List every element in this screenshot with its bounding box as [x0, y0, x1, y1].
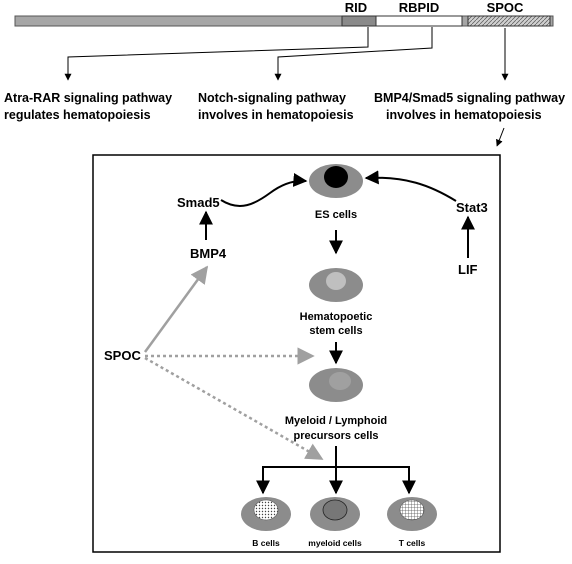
arrow-stat3-to-es — [364, 170, 457, 202]
bmp4-label: BMP4 — [190, 246, 227, 261]
rid-domain-label: RID — [345, 0, 367, 15]
b-cell-nucleus — [253, 499, 279, 521]
es-cells-label: ES cells — [315, 209, 357, 221]
rid-domain-block — [341, 15, 377, 27]
myeloid-cells-label: myeloid cells — [308, 538, 362, 548]
es-nucleus — [324, 166, 348, 188]
cell-t — [387, 497, 437, 531]
spoc-node-label: SPOC — [104, 348, 141, 363]
domain-connectors — [64, 27, 509, 147]
branch-to-b-cells — [256, 466, 336, 495]
rid-pathway-line-1: Atra-RAR signaling pathway — [4, 91, 172, 105]
t-cells-label: T cells — [399, 538, 426, 548]
cascade-box — [92, 154, 501, 553]
spoc-domain-label: SPOC — [487, 0, 524, 15]
protein-bar-base — [14, 15, 554, 27]
arrow-spoc-to-progenitor-dotted — [144, 356, 324, 461]
rbpid-pathway-line-2: involves in hematopoiesis — [198, 108, 354, 122]
b-cells-label: B cells — [252, 538, 280, 548]
lif-label: LIF — [458, 262, 478, 277]
spoc-arrows — [143, 265, 324, 461]
progenitor-nucleus — [329, 372, 351, 390]
spoc-to-box-arrow — [496, 127, 505, 147]
cell-progenitor — [309, 368, 363, 402]
black-arrows — [199, 170, 475, 495]
myeloid-cell-nucleus — [322, 499, 348, 521]
arrow-smad5-to-es — [220, 172, 308, 207]
protein-domain-bar: RID RBPID SPOC — [14, 0, 554, 27]
arrow-spoc-to-bmp4 — [143, 265, 209, 353]
stat3-label: Stat3 — [456, 200, 488, 215]
cell-b — [241, 497, 291, 531]
progenitor-label-line-1: Myeloid / Lymphoid — [285, 415, 387, 427]
t-cell-nucleus — [399, 499, 425, 521]
rid-pathway-line-2: regulates hematopoiesis — [4, 108, 151, 122]
cell-myeloid — [310, 497, 360, 531]
spoc-pathway-line-2: involves in hematopoiesis — [386, 108, 542, 122]
hsc-nucleus — [326, 272, 346, 290]
rbpid-domain-label: RBPID — [399, 0, 439, 15]
rbpid-domain-block — [375, 15, 463, 27]
smad5-label: Smad5 — [177, 195, 220, 210]
cell-hematopoietic-stem — [309, 268, 363, 302]
pathway-notes: Atra-RAR signaling pathway regulates hem… — [4, 91, 565, 122]
progenitor-label-line-2: precursors cells — [294, 430, 379, 442]
spoc-domain-block — [467, 15, 551, 27]
hsc-label-line-1: Hematopoetic — [300, 311, 373, 323]
rbpid-pathway-line-1: Notch-signaling pathway — [198, 91, 346, 105]
spoc-pathway-line-1: BMP4/Smad5 signaling pathway — [374, 91, 565, 105]
cell-es — [309, 164, 363, 198]
hsc-label-line-2: stem cells — [309, 325, 362, 337]
branch-to-t-cells — [336, 466, 416, 495]
rbpid-connector — [274, 27, 433, 81]
rid-connector — [64, 27, 369, 81]
